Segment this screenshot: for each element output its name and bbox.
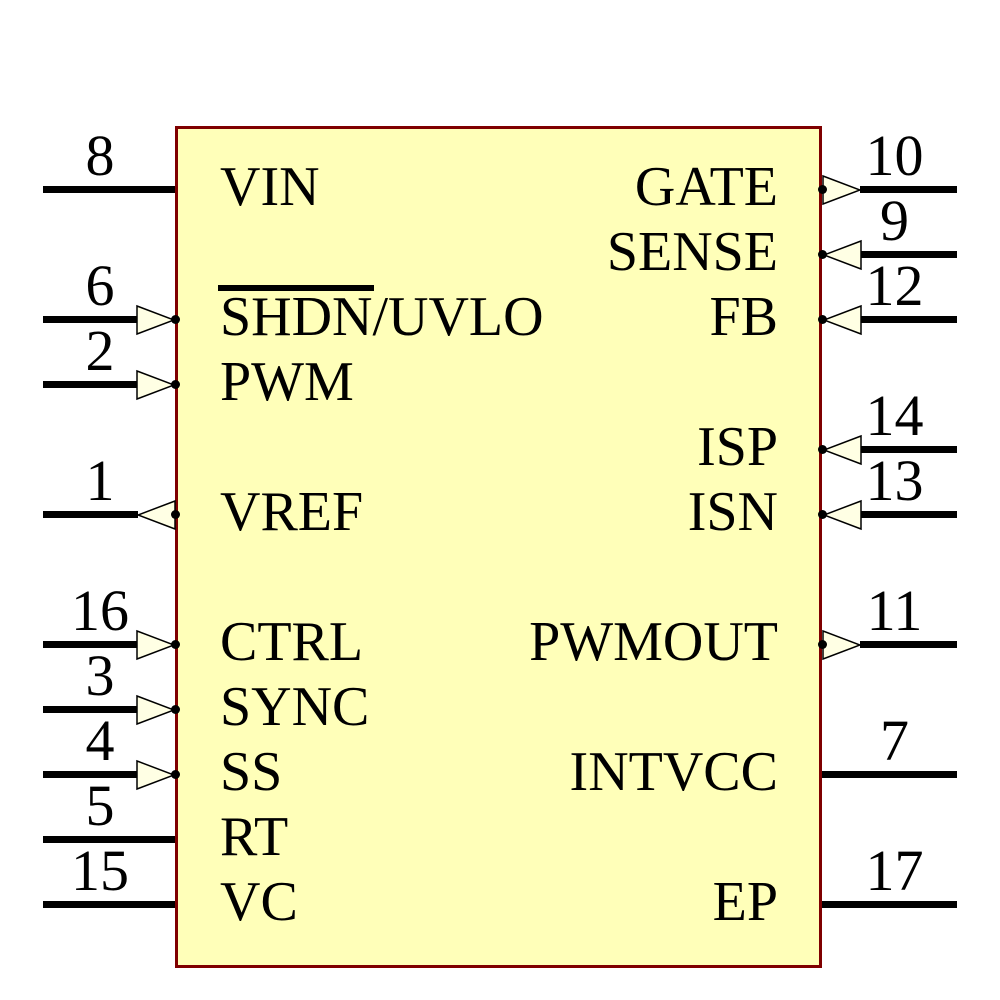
pin-14-arrow-in-icon bbox=[822, 434, 862, 466]
pin-label-rt: RT bbox=[220, 806, 289, 868]
pin-15-number: 15 bbox=[71, 838, 129, 903]
pin-3-dot bbox=[171, 705, 180, 714]
pin-17-number: 17 bbox=[865, 838, 924, 903]
pin-1-wire bbox=[43, 511, 138, 518]
pin-6-dot bbox=[171, 315, 180, 324]
pin-11-wire bbox=[860, 641, 957, 648]
pin-label-shdn-uvlo: SHDN/UVLO bbox=[217, 285, 544, 348]
pin-label-rest: /UVLO bbox=[372, 286, 544, 348]
pin-13-dot bbox=[818, 510, 827, 519]
pin-17-wire bbox=[822, 901, 957, 908]
pin-4-wire bbox=[43, 771, 138, 778]
pin-3-arrow-in-icon bbox=[136, 694, 176, 726]
pin-6-number: 6 bbox=[85, 253, 115, 318]
pin-14-wire bbox=[860, 446, 957, 453]
pin-13-arrow-in-icon bbox=[822, 499, 862, 531]
pin-2-dot bbox=[171, 380, 180, 389]
pin-12-wire bbox=[860, 316, 957, 323]
pin-13-number: 13 bbox=[865, 448, 924, 513]
pin-10-wire bbox=[860, 186, 957, 193]
pin-10-dot bbox=[818, 185, 827, 194]
pin-label-sense: SENSE bbox=[606, 221, 778, 283]
pin-12-dot bbox=[818, 315, 827, 324]
pin-16-number: 16 bbox=[71, 578, 129, 643]
pin-label-ctrl: CTRL bbox=[220, 611, 364, 673]
pin-5-number: 5 bbox=[85, 773, 115, 838]
pin-5-wire bbox=[43, 836, 175, 843]
pin-2-number: 2 bbox=[85, 318, 115, 383]
pin-12-arrow-in-icon bbox=[822, 304, 862, 336]
pin-14-dot bbox=[818, 445, 827, 454]
pin-7-number: 7 bbox=[880, 708, 909, 773]
pin-10-number: 10 bbox=[865, 123, 924, 188]
pin-8-number: 8 bbox=[85, 123, 115, 188]
pin-label-vc: VC bbox=[220, 871, 298, 933]
pin-3-number: 3 bbox=[85, 643, 115, 708]
pin-8-wire bbox=[43, 186, 175, 193]
pin-4-dot bbox=[171, 770, 180, 779]
pin-1-number: 1 bbox=[85, 448, 115, 513]
pin-label-sync: SYNC bbox=[220, 676, 370, 738]
pin-4-arrow-in-icon bbox=[136, 759, 176, 791]
pin-label-isp: ISP bbox=[697, 416, 778, 478]
pin-15-wire bbox=[43, 901, 175, 908]
pin-16-dot bbox=[171, 640, 180, 649]
pin-11-number: 11 bbox=[866, 578, 923, 643]
pin-3-wire bbox=[43, 706, 138, 713]
pin-16-arrow-in-icon bbox=[136, 629, 176, 661]
pin-label-vin: VIN bbox=[220, 156, 320, 218]
pin-12-number: 12 bbox=[865, 253, 924, 318]
pin-7-wire bbox=[822, 771, 957, 778]
pin-9-arrow-in-icon bbox=[822, 239, 862, 271]
pin-label-ss: SS bbox=[220, 741, 283, 803]
pin-2-arrow-in-icon bbox=[136, 369, 176, 401]
pin-label-pwmout: PWMOUT bbox=[529, 611, 778, 673]
pin-9-wire bbox=[860, 251, 957, 258]
pin-9-number: 9 bbox=[880, 188, 909, 253]
pin-9-dot bbox=[818, 250, 827, 259]
pin-label-pwm: PWM bbox=[220, 351, 354, 413]
pin-6-arrow-in-icon bbox=[136, 304, 176, 336]
pin-2-wire bbox=[43, 381, 138, 388]
ic-symbol-body bbox=[175, 126, 822, 968]
pin-label-fb: FB bbox=[709, 286, 779, 348]
pin-11-dot bbox=[818, 640, 827, 649]
pin-label-intvcc: INTVCC bbox=[569, 741, 778, 803]
pin-16-wire bbox=[43, 641, 138, 648]
pin-6-wire bbox=[43, 316, 138, 323]
pin-label-overline-part: SHDN bbox=[217, 285, 375, 348]
pin-label-ep: EP bbox=[712, 871, 778, 933]
pin-1-dot bbox=[171, 510, 180, 519]
pin-13-wire bbox=[860, 511, 957, 518]
pin-14-number: 14 bbox=[865, 383, 924, 448]
pin-label-gate: GATE bbox=[634, 156, 778, 218]
pin-label-vref: VREF bbox=[220, 481, 364, 543]
pin-label-isn: ISN bbox=[687, 481, 778, 543]
pin-4-number: 4 bbox=[85, 708, 115, 773]
